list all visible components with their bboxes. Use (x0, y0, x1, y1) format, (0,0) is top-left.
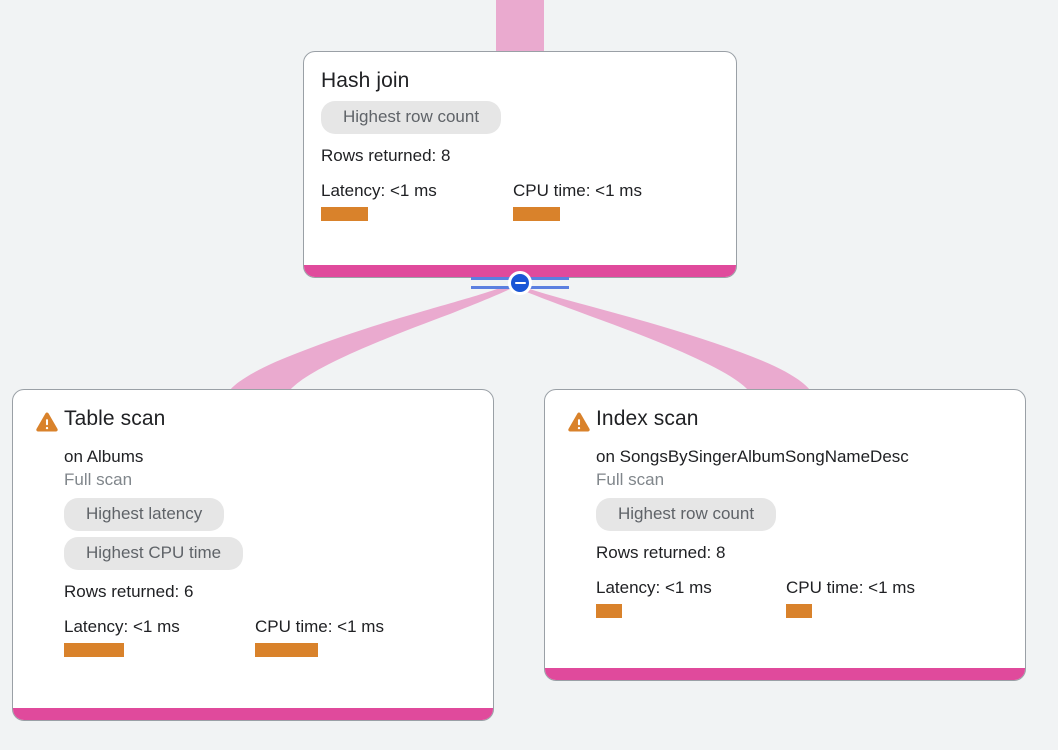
edge-hash-join-to-index-scan (522, 288, 810, 390)
node-content: Highest row count Rows returned: 8 Laten… (321, 101, 719, 221)
edge-root-inbound (496, 0, 544, 54)
node-body: Hash join Highest row count Rows returne… (304, 52, 736, 265)
rows-returned: Rows returned: 8 (321, 146, 451, 165)
node-metrics: Latency: <1 ms CPU time: <1 ms (321, 180, 719, 221)
warning-triangle-icon (568, 412, 590, 432)
node-accent-bar (545, 668, 1025, 680)
metric-latency-bar (596, 604, 622, 618)
chip-highest-latency: Highest latency (64, 498, 225, 531)
node-subtitle: on Albums (64, 447, 144, 466)
node-scan-type: Full scan (64, 470, 133, 489)
metric-latency-label: Latency: <1 ms (596, 578, 712, 597)
node-title: Table scan (64, 407, 166, 430)
metric-cpu-time-bar (513, 207, 560, 221)
plan-node-hash-join[interactable]: Hash join Highest row count Rows returne… (303, 51, 737, 278)
metric-latency-label: Latency: <1 ms (64, 617, 180, 636)
metric-cpu-time-label: CPU time: <1 ms (255, 617, 384, 636)
collapse-toggle-button[interactable] (508, 271, 532, 295)
node-title: Hash join (321, 69, 410, 92)
node-header: Index scan (562, 406, 1008, 435)
node-accent-bar (13, 708, 493, 720)
chip-highest-row-count: Highest row count (321, 101, 502, 134)
node-body: Index scan on SongsBySingerAlbumSongName… (545, 390, 1025, 668)
node-header: Hash join (321, 68, 719, 94)
metric-latency-bar-track (596, 604, 786, 618)
metric-latency: Latency: <1 ms (596, 577, 786, 618)
metric-cpu-time: CPU time: <1 ms (513, 180, 642, 221)
metric-latency-bar-track (64, 643, 255, 657)
node-metrics: Latency: <1 ms CPU time: <1 ms (64, 616, 476, 657)
rows-returned: Rows returned: 8 (596, 543, 726, 562)
edge-hash-join-to-table-scan (230, 286, 512, 390)
metric-cpu-time-label: CPU time: <1 ms (513, 181, 642, 200)
warning-triangle-icon (36, 412, 58, 432)
metric-cpu-time-bar (255, 643, 318, 657)
metric-cpu-time-label: CPU time: <1 ms (786, 578, 915, 597)
node-content: on SongsBySingerAlbumSongNameDesc Full s… (562, 445, 1008, 618)
node-header: Table scan (30, 406, 476, 435)
node-content: on Albums Full scan Highest latency High… (30, 445, 476, 657)
plan-node-table-scan[interactable]: Table scan on Albums Full scan Highest l… (12, 389, 494, 721)
metric-cpu-time: CPU time: <1 ms (255, 616, 384, 657)
metric-latency-bar (321, 207, 368, 221)
node-metrics: Latency: <1 ms CPU time: <1 ms (596, 577, 1008, 618)
node-scan-type: Full scan (596, 470, 665, 489)
plan-node-index-scan[interactable]: Index scan on SongsBySingerAlbumSongName… (544, 389, 1026, 681)
metric-cpu-time-bar-track (513, 207, 642, 221)
metric-latency-label: Latency: <1 ms (321, 181, 437, 200)
node-chips: Highest latency Highest CPU time (64, 498, 476, 576)
metric-cpu-time-bar (786, 604, 812, 618)
metric-latency-bar (64, 643, 124, 657)
metric-cpu-time-bar-track (255, 643, 384, 657)
chip-highest-cpu-time: Highest CPU time (64, 537, 244, 570)
metric-latency-bar-track (321, 207, 513, 221)
node-title: Index scan (596, 407, 699, 430)
node-chips: Highest row count (321, 101, 719, 140)
node-subtitle: on SongsBySingerAlbumSongNameDesc (596, 447, 909, 466)
collapse-toggle-group[interactable] (471, 271, 569, 295)
chip-highest-row-count: Highest row count (596, 498, 777, 531)
metric-latency: Latency: <1 ms (64, 616, 255, 657)
node-chips: Highest row count (596, 498, 1008, 537)
metric-latency: Latency: <1 ms (321, 180, 513, 221)
node-body: Table scan on Albums Full scan Highest l… (13, 390, 493, 708)
metric-cpu-time: CPU time: <1 ms (786, 577, 915, 618)
metric-cpu-time-bar-track (786, 604, 915, 618)
rows-returned: Rows returned: 6 (64, 582, 194, 601)
